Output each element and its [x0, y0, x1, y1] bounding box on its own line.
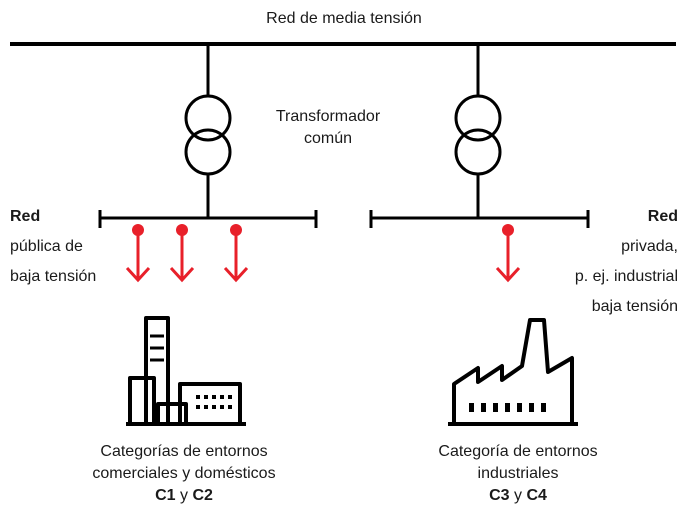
right-category-line1: Categoría de entornos	[438, 443, 598, 460]
load-arrow-icon	[495, 224, 521, 283]
left-network-label: Red pública de baja tensión	[10, 206, 96, 288]
transformer-label-line1: Transformador	[275, 108, 381, 125]
left-category-line1: Categorías de entornos	[100, 443, 268, 460]
load-arrow-icon	[125, 224, 151, 283]
commercial-building-icon	[126, 316, 246, 426]
left-category-line2: comerciales y domésticos	[92, 465, 276, 482]
right-network-line3: baja tensión	[591, 298, 678, 315]
class-joiner: y	[514, 487, 522, 504]
load-arrow-icon	[169, 224, 195, 283]
right-category-classes: C3 y C4	[378, 485, 658, 507]
left-network-line2: baja tensión	[10, 268, 97, 285]
right-category-line2: industriales	[477, 465, 559, 482]
right-network-heading: Red	[647, 208, 678, 225]
factory-icon	[448, 318, 578, 426]
class-c4: C4	[526, 487, 547, 504]
right-category-label: Categoría de entornos industriales C3 y …	[378, 441, 658, 507]
left-transformer-icon	[184, 44, 232, 218]
left-low-voltage-bus	[98, 210, 318, 228]
left-category-label: Categorías de entornos comerciales y dom…	[44, 441, 324, 507]
left-category-classes: C1 y C2	[44, 485, 324, 507]
transformer-label: Transformador común	[258, 106, 398, 150]
class-c3: C3	[489, 487, 510, 504]
right-network-line1: privada,	[621, 238, 678, 255]
class-c2: C2	[192, 487, 213, 504]
right-network-label: Red privada, p. ej. industrial baja tens…	[520, 206, 678, 318]
class-c1: C1	[155, 487, 176, 504]
left-network-heading: Red	[10, 208, 41, 225]
class-joiner: y	[180, 487, 188, 504]
left-network-line1: pública de	[10, 238, 83, 255]
medium-voltage-title: Red de media tensión	[266, 10, 422, 27]
right-network-line2: p. ej. industrial	[574, 268, 678, 285]
right-transformer-icon	[454, 44, 502, 218]
right-low-voltage-bus	[369, 210, 590, 228]
transformer-label-line2: común	[303, 130, 353, 147]
load-arrow-icon	[223, 224, 249, 283]
